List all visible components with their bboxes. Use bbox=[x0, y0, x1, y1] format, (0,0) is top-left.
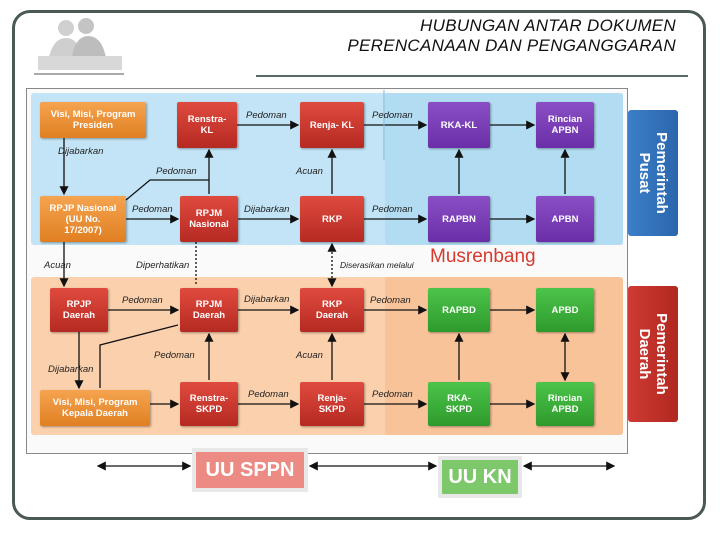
title-line-2: PERENCANAAN DAN PENGANGGARAN bbox=[347, 36, 676, 55]
label-dijabarkan-4: Dijabarkan bbox=[48, 364, 94, 375]
node-rapbd: RAPBD bbox=[428, 288, 490, 332]
label-pedoman-7: Pedoman bbox=[370, 295, 411, 306]
label-pedoman-1: Pedoman bbox=[246, 110, 287, 121]
node-rpjp-nasional: RPJP Nasional (UU No. 17/2007) bbox=[40, 196, 126, 242]
node-apbn: APBN bbox=[536, 196, 594, 242]
node-rkp: RKP bbox=[300, 196, 364, 242]
label-acuan-3: Acuan bbox=[296, 350, 323, 361]
node-rincian-apbn: Rincian APBN bbox=[536, 102, 594, 148]
node-visi-misi-presiden: Visi, Misi, Program Presiden bbox=[40, 102, 146, 138]
node-rincian-apbd: Rincian APBD bbox=[536, 382, 594, 426]
node-rpjp-daerah: RPJP Daerah bbox=[50, 288, 108, 332]
label-pedoman-4: Pedoman bbox=[132, 204, 173, 215]
label-diserasikan-melalui: Diserasikan melalui bbox=[340, 260, 414, 270]
node-renstra-kl: Renstra- KL bbox=[177, 102, 237, 148]
label-acuan-2: Acuan bbox=[44, 260, 71, 271]
label-diperhatikan: Diperhatikan bbox=[136, 260, 190, 271]
slide-title: HUBUNGAN ANTAR DOKUMEN PERENCANAAN DAN P… bbox=[347, 16, 676, 56]
label-pedoman-6: Pedoman bbox=[122, 295, 163, 306]
law-box-uu-kn: UU KN bbox=[438, 456, 522, 498]
title-divider bbox=[256, 75, 688, 77]
label-musrenbang: Musrenbang bbox=[430, 246, 536, 267]
node-rpjm-daerah: RPJM Daerah bbox=[180, 288, 238, 332]
node-rka-skpd: RKA- SKPD bbox=[428, 382, 490, 426]
people-logo-icon bbox=[28, 16, 128, 78]
label-pedoman-8: Pedoman bbox=[154, 350, 195, 361]
node-rka-kl: RKA-KL bbox=[428, 102, 490, 148]
node-rkp-daerah: RKP Daerah bbox=[300, 288, 364, 332]
law-box-uu-sppn: UU SPPN bbox=[192, 448, 308, 492]
label-pedoman-9: Pedoman bbox=[248, 389, 289, 400]
label-pedoman-2: Pedoman bbox=[372, 110, 413, 121]
label-pedoman-5: Pedoman bbox=[372, 204, 413, 215]
side-label-pemerintah-pusat: Pemerintah Pusat bbox=[628, 110, 678, 236]
side-label-pemerintah-daerah: Pemerintah Daerah bbox=[628, 286, 678, 422]
slide-frame bbox=[12, 10, 706, 520]
node-rapbn: RAPBN bbox=[428, 196, 490, 242]
label-pedoman-10: Pedoman bbox=[372, 389, 413, 400]
label-pedoman-3: Pedoman bbox=[156, 166, 197, 177]
title-line-1: HUBUNGAN ANTAR DOKUMEN bbox=[420, 16, 676, 35]
node-visi-misi-kepala-daerah: Visi, Misi, Program Kepala Daerah bbox=[40, 390, 150, 426]
node-renja-skpd: Renja- SKPD bbox=[300, 382, 364, 426]
label-dijabarkan-3: Dijabarkan bbox=[244, 294, 290, 305]
node-rpjm-nasional: RPJM Nasional bbox=[180, 196, 238, 242]
label-dijabarkan-1: Dijabarkan bbox=[58, 146, 104, 157]
label-acuan-1: Acuan bbox=[296, 166, 323, 177]
node-apbd: APBD bbox=[536, 288, 594, 332]
label-dijabarkan-2: Dijabarkan bbox=[244, 204, 290, 215]
node-renstra-skpd: Renstra- SKPD bbox=[180, 382, 238, 426]
node-renja-kl: Renja- KL bbox=[300, 102, 364, 148]
